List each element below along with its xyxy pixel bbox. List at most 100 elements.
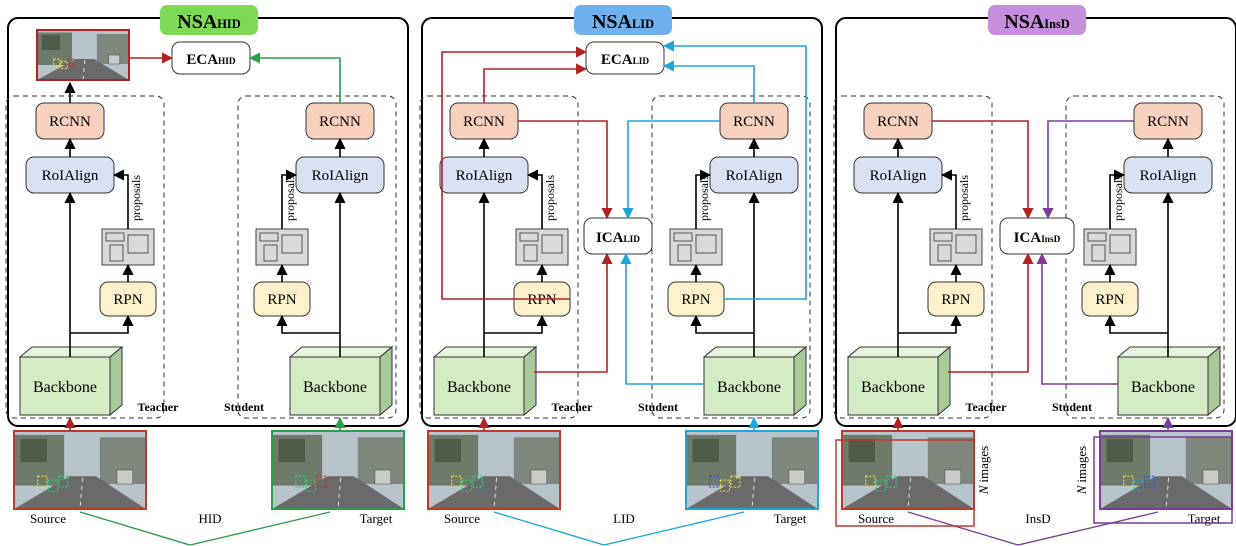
student-roialign-label: RoIAlign	[1140, 168, 1197, 184]
student-roialign-label: RoIAlign	[312, 168, 369, 184]
teacher-group	[5, 95, 165, 419]
student-flow-prop-roi	[695, 169, 712, 229]
source-label: Source	[444, 511, 480, 526]
teacher-role-label: Teacher	[138, 400, 180, 414]
n-var: N	[1074, 484, 1089, 495]
adapt-label: HID	[198, 511, 221, 526]
panel-title-main: NSA	[592, 11, 633, 33]
student-group	[1065, 95, 1225, 419]
teacher-flow-prop-roi	[526, 169, 543, 229]
teacher-rcnn-to-ica	[518, 120, 613, 220]
panel-title-sub: LID	[632, 17, 654, 31]
n-images-label-source: Nimages	[976, 446, 991, 496]
student-proposals-icon	[1083, 228, 1137, 266]
teacher-rcnn-to-eca	[483, 63, 588, 103]
source-image	[427, 430, 561, 510]
student-proposals-icon	[255, 228, 309, 266]
teacher-flow-prop-roi	[112, 169, 129, 229]
student-roialign-label: RoIAlign	[726, 168, 783, 184]
teacher-rcnn-label: RCNN	[49, 114, 91, 130]
teacher-rpn-label: RPN	[941, 292, 970, 308]
panel-title-tab	[160, 5, 258, 35]
target-label: Target	[360, 511, 393, 526]
n-text: images	[976, 446, 991, 483]
teacher-backbone: Backbone	[18, 345, 124, 417]
eca-label: ECAHID	[186, 52, 236, 68]
teacher-roialign-label: RoIAlign	[870, 168, 927, 184]
student-proposals-label: proposals	[697, 175, 711, 221]
teacher-proposals-label: proposals	[543, 175, 557, 221]
target-stack-back	[1093, 436, 1233, 524]
panel-title-tab	[574, 5, 672, 35]
eca-label-sub: HID	[218, 57, 236, 67]
teacher-backbone-label: Backbone	[447, 379, 511, 396]
teacher-backbone: Backbone	[432, 345, 538, 417]
student-flow-backbone-rpn	[1104, 314, 1168, 334]
ica-label-sub: LID	[623, 235, 640, 245]
teacher-proposals-icon	[929, 228, 983, 266]
panel-title-main: NSA	[1004, 11, 1045, 33]
student-rcnn-label: RCNN	[319, 114, 361, 130]
teacher-backbone-label: Backbone	[861, 379, 925, 396]
n-images-label-target: Nimages	[1074, 446, 1089, 496]
source-label: Source	[858, 511, 894, 526]
ica-label: ICAInsD	[1014, 230, 1061, 246]
teacher-rcnn-label: RCNN	[877, 114, 919, 130]
target-image	[685, 430, 819, 510]
target-label: Target	[774, 511, 807, 526]
ica-label-main: ICA	[1014, 230, 1042, 246]
source-image	[841, 430, 975, 510]
panel-title-sub: InsD	[1044, 17, 1070, 31]
eca-label-main: ECA	[601, 52, 633, 68]
target-image	[1099, 430, 1233, 510]
student-backbone: Backbone	[1116, 345, 1222, 417]
student-rcnn-to-eca	[662, 60, 755, 103]
student-rpn-label: RPN	[267, 292, 296, 308]
n-text: images	[1074, 446, 1089, 483]
student-flow-prop-roi	[281, 169, 298, 229]
panel-title: NSAInsD	[1004, 11, 1070, 33]
teacher-roialign-label: RoIAlign	[456, 168, 513, 184]
eca-label: ECALID	[601, 52, 649, 68]
teacher-proposals-label: proposals	[957, 175, 971, 221]
student-proposals-icon	[669, 228, 723, 266]
eca-box	[585, 41, 665, 75]
teacher-rpn-to-eca	[441, 46, 588, 300]
teacher-flow-prop-roi	[940, 169, 957, 229]
teacher-flow-backbone-rpn	[70, 314, 134, 334]
student-backbone: Backbone	[702, 345, 808, 417]
eca-label-main: ECA	[186, 52, 218, 68]
panel-lid: NSALIDRCNNRoIAlignBackboneRPNproposalsTe…	[419, 5, 823, 546]
student-group	[237, 95, 397, 419]
student-backbone-label: Backbone	[717, 379, 781, 396]
student-rcnn-to-eca	[248, 52, 341, 103]
panel-title: NSAHID	[177, 11, 240, 33]
student-backbone-to-ica	[620, 252, 704, 385]
student-role-label: Student	[638, 400, 678, 414]
teacher-backbone-label: Backbone	[33, 379, 97, 396]
student-rpn-label: RPN	[681, 292, 710, 308]
teacher-flow-backbone-rpn	[898, 314, 962, 334]
teacher-rpn-label: RPN	[527, 292, 556, 308]
teacher-role-label: Teacher	[966, 400, 1008, 414]
student-flow-backbone-rpn	[690, 314, 754, 334]
teacher-group	[419, 95, 579, 419]
teacher-proposals-icon	[101, 228, 155, 266]
teacher-backbone: Backbone	[846, 345, 952, 417]
student-rpn-to-eca	[662, 40, 807, 300]
adapt-label: InsD	[1025, 511, 1050, 526]
adapt-label: LID	[613, 511, 635, 526]
ica-label-sub: InsD	[1041, 235, 1060, 245]
teacher-rcnn-label: RCNN	[463, 114, 505, 130]
teacher-group	[833, 95, 993, 419]
eca-label-sub: LID	[633, 57, 650, 67]
student-proposals-label: proposals	[283, 175, 297, 221]
student-backbone-to-ica	[1036, 252, 1118, 385]
teacher-rcnn-to-ica	[932, 120, 1034, 220]
ica-label-main: ICA	[596, 230, 624, 246]
ica-label: ICALID	[596, 230, 640, 246]
student-role-label: Student	[1052, 400, 1092, 414]
source-image	[13, 430, 147, 510]
